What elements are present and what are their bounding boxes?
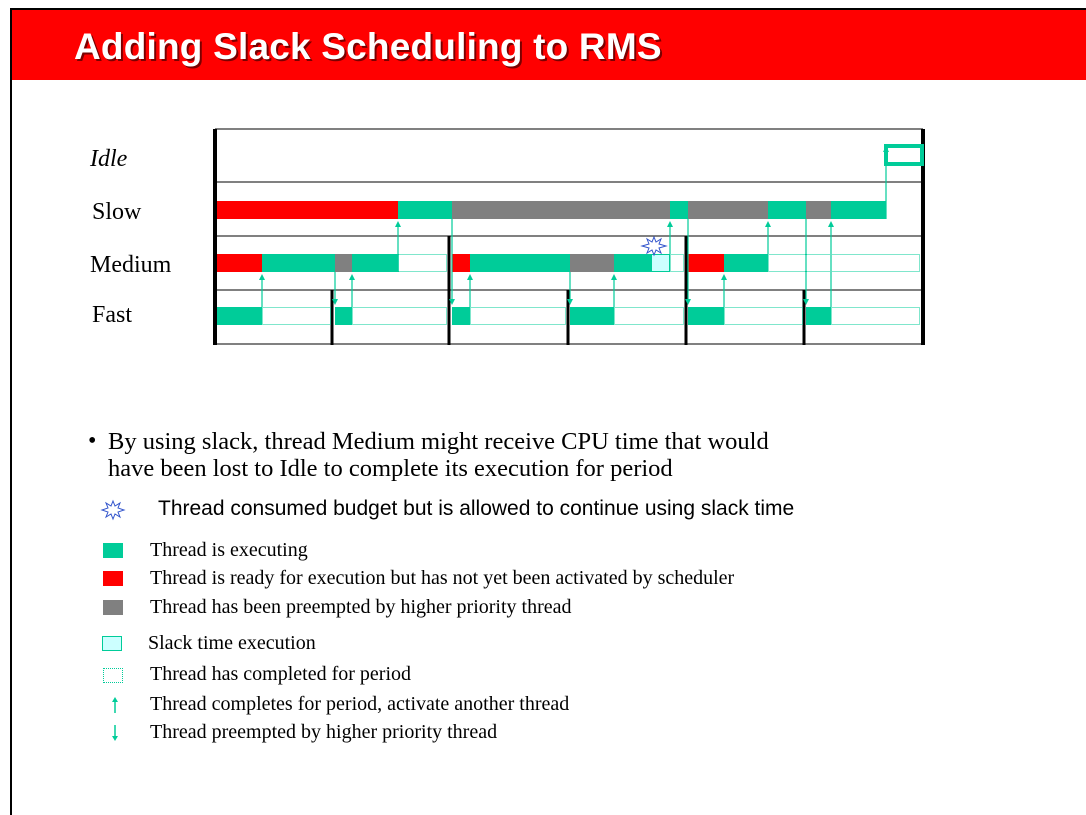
completed-block (352, 307, 447, 325)
title-bar: Adding Slack Scheduling to RMS (12, 10, 1086, 80)
legend-text: Slack time execution (148, 632, 316, 654)
fast-period-marker (566, 290, 570, 345)
preempted-swatch (103, 600, 123, 615)
legend-item-completed: Thread has completed for period (100, 663, 1000, 689)
preempt-arrow-head (685, 299, 691, 305)
bullet-line-2: have been lost to Idle to complete its e… (108, 455, 673, 482)
medium-ready-block (688, 254, 724, 272)
slow-executing-block (831, 201, 886, 219)
medium-ready-block (217, 254, 262, 272)
fast-period-marker (330, 290, 334, 345)
slow-ready-block (217, 201, 398, 219)
slow-executing-block (768, 201, 806, 219)
bullet-text: By using slack, thread Medium might rece… (108, 428, 769, 482)
preempt-medium-arrow-head (567, 299, 573, 305)
slow-preempted-block (806, 201, 831, 219)
medium-executing-block (352, 254, 398, 272)
completed-block (670, 254, 684, 272)
slack-burst-icon (640, 235, 668, 257)
slow-preempted-block (688, 201, 768, 219)
preempt-medium-arrow-head (332, 299, 338, 305)
medium-slack-block (651, 254, 670, 272)
legend-item-slack-budget: Thread consumed budget but is allowed to… (100, 497, 1000, 523)
preempt-arrow-head (449, 299, 455, 305)
completed-swatch (103, 668, 123, 683)
fast-executing-block (452, 307, 470, 325)
row-label-fast: Fast (92, 302, 133, 328)
fast-to-medium-arrow-head (467, 274, 473, 280)
fast-to-medium-arrow-head (721, 274, 727, 280)
completed-block (724, 307, 803, 325)
slack-swatch (102, 636, 122, 651)
completed-block (614, 307, 684, 325)
slide-title: Adding Slack Scheduling to RMS (74, 26, 662, 67)
period-boundary (213, 129, 217, 345)
executing-swatch (103, 543, 123, 558)
down-arrow-icon (112, 725, 118, 741)
legend-item-up-arrow: Thread completes for period, activate an… (100, 693, 1000, 719)
fast-to-medium-arrow-head (611, 274, 617, 280)
medium-executing-block (470, 254, 570, 272)
slow-executing-block (670, 201, 688, 219)
completed-block (262, 307, 331, 325)
completed-block (398, 254, 447, 272)
medium-period-marker (447, 236, 451, 345)
fast-period-marker (802, 290, 806, 345)
medium-to-slow-arrow-head (765, 221, 771, 227)
bullet-line-1: By using slack, thread Medium might rece… (108, 428, 769, 455)
legend-text: Thread has completed for period (150, 663, 412, 685)
burst-icon (100, 499, 126, 521)
medium-period-marker (684, 236, 688, 345)
fast-to-medium-arrow-head (259, 274, 265, 280)
legend-text: Thread consumed budget but is allowed to… (158, 497, 795, 520)
medium-executing-block (262, 254, 335, 272)
completed-block (831, 307, 920, 325)
fast-executing-block (217, 307, 262, 325)
legend-text: Thread has been preempted by higher prio… (150, 596, 572, 618)
legend-text: Thread completes for period, activate an… (150, 693, 570, 715)
row-label-medium: Medium (90, 252, 172, 278)
legend-item-ready: Thread is ready for execution but has no… (100, 567, 1000, 593)
legend-text: Thread preempted by higher priority thre… (150, 721, 498, 743)
legend-item-down-arrow: Thread preempted by higher priority thre… (100, 721, 1000, 747)
row-label-idle: Idle (90, 146, 128, 172)
medium-to-slow-arrow-head (395, 221, 401, 227)
up-arrow-icon (112, 697, 118, 713)
ready-swatch (103, 571, 123, 586)
fast-to-slow-arrow-head (828, 221, 834, 227)
fast-executing-block (806, 307, 831, 325)
fast-executing-block (688, 307, 724, 325)
slow-preempted-block (452, 201, 670, 219)
row-label-slow: Slow (92, 199, 142, 225)
legend-item-executing: Thread is executing (100, 539, 1000, 565)
fast-executing-block (570, 307, 614, 325)
legend-item-slack: Slack time execution (100, 632, 1000, 658)
bullet-marker: • (88, 428, 97, 454)
medium-executing-block (614, 254, 651, 272)
legend-item-preempted: Thread has been preempted by higher prio… (100, 596, 1000, 622)
fast-executing-block (335, 307, 352, 325)
completed-block (768, 254, 920, 272)
slow-executing-block (398, 201, 452, 219)
slide-frame (10, 8, 1086, 815)
fast-to-medium-arrow-head (349, 274, 355, 280)
legend-text: Thread is ready for execution but has no… (150, 567, 735, 589)
medium-ready-block (452, 254, 470, 272)
preempt-slow-arrow-head (803, 299, 809, 305)
period-boundary (921, 129, 925, 345)
legend-text: Thread is executing (150, 539, 308, 561)
idle-activate-arrow-head (883, 146, 889, 152)
medium-preempted-block (570, 254, 614, 272)
medium-to-slow-arrow-head (667, 221, 673, 227)
medium-executing-block (724, 254, 768, 272)
idle-block (884, 144, 924, 166)
medium-preempted-block (335, 254, 352, 272)
completed-block (470, 307, 566, 325)
